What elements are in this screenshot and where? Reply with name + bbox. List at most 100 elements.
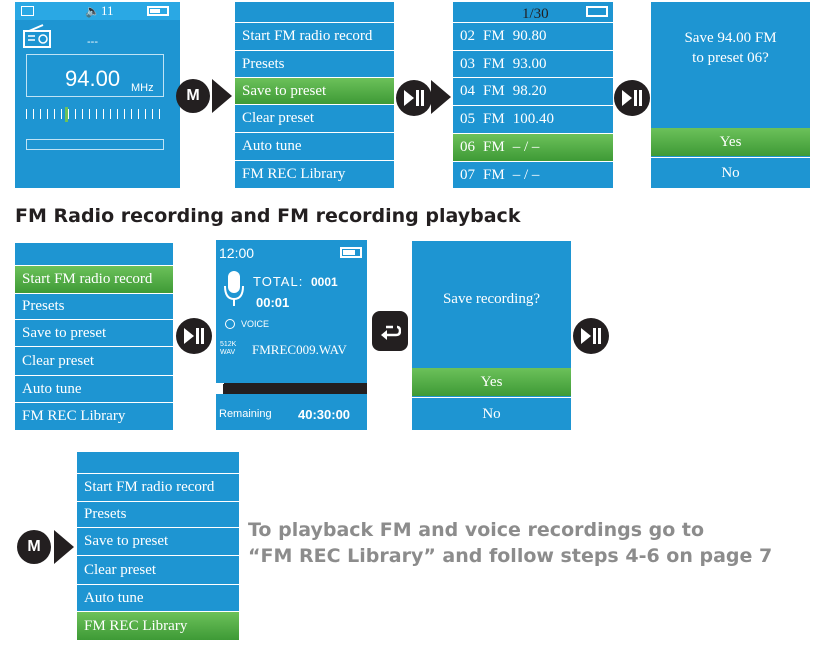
no-button[interactable]: No	[412, 397, 571, 430]
battery-icon	[147, 6, 169, 16]
play-pause-button[interactable]	[614, 80, 650, 116]
recording-filename: FMREC009.WAV	[252, 342, 347, 357]
frequency-unit: MHz	[131, 82, 154, 94]
menu-item-save-to-preset[interactable]: Save to preset	[235, 77, 394, 104]
preset-freq: 100.40	[512, 111, 554, 127]
dialog-line-1: Save 94.00 FM	[684, 30, 777, 46]
station-name: ---	[87, 36, 98, 48]
clock: 12:00	[219, 245, 255, 261]
play-pause-icon	[622, 90, 642, 106]
m-button[interactable]: M	[176, 79, 210, 113]
menu-item-presets[interactable]: Presets	[235, 50, 394, 77]
preset-num: 03	[460, 55, 475, 72]
menu-item-save-to-preset[interactable]: Save to preset	[15, 319, 173, 346]
arrow-right-icon	[431, 80, 451, 114]
no-button[interactable]: No	[651, 157, 810, 188]
battery-icon	[586, 6, 608, 17]
fm-menu-1: Start FM radio record Presets Save to pr…	[235, 2, 394, 188]
menu-item-auto-tune[interactable]: Auto tune	[77, 584, 239, 611]
play-pause-button[interactable]	[176, 318, 212, 354]
voice-label: VOICE	[241, 319, 270, 329]
preset-band: FM	[483, 111, 505, 127]
back-icon	[381, 325, 401, 340]
menu-item-clear-preset[interactable]: Clear preset	[77, 555, 239, 584]
preset-freq: 98.20	[512, 83, 547, 99]
yes-button[interactable]: Yes	[651, 128, 810, 156]
m-button[interactable]: M	[17, 530, 51, 564]
play-pause-icon	[404, 90, 424, 106]
play-pause-icon	[184, 328, 204, 344]
play-pause-icon	[581, 328, 601, 344]
dialog-question: Save recording?	[442, 291, 541, 307]
preset-num: 06	[460, 139, 475, 155]
preset-row[interactable]: 02 FM 90.80	[453, 22, 613, 50]
preset-band: FM	[483, 28, 505, 44]
menu-item-clear-preset[interactable]: Clear preset	[15, 346, 173, 375]
preset-freq: 93.00	[512, 55, 547, 72]
menu-item-auto-tune[interactable]: Auto tune	[15, 375, 173, 402]
play-pause-button[interactable]	[396, 80, 432, 116]
preset-freq: – / –	[512, 139, 540, 155]
preset-num: 07	[460, 166, 475, 183]
menu-item-save-to-preset[interactable]: Save to preset	[77, 527, 239, 555]
menu-item-fm-rec-library[interactable]: FM REC Library	[15, 402, 173, 430]
voice-icon	[225, 319, 235, 329]
menu-item-start-record[interactable]: Start FM radio record	[15, 265, 173, 293]
total-label: TOTAL:	[253, 274, 304, 289]
preset-row[interactable]: 03 FM 93.00	[453, 50, 613, 77]
preset-row[interactable]: 04 FM 98.20	[453, 77, 613, 105]
signal-bar	[26, 139, 164, 150]
fm-radio-screen: 🔈 11 --- 94.00 MHz	[15, 2, 180, 188]
yes-button[interactable]: Yes	[412, 368, 571, 396]
preset-num: 04	[460, 83, 475, 99]
size-label-2: WAV	[220, 349, 236, 356]
menu-item-presets[interactable]: Presets	[15, 293, 173, 319]
frequency-value: 94.00	[65, 66, 121, 91]
menu-item-fm-rec-library[interactable]: FM REC Library	[235, 160, 394, 188]
section-heading: FM Radio recording and FM recording play…	[15, 205, 521, 227]
speaker-icon: 🔈	[85, 4, 100, 18]
progress-fill	[216, 383, 224, 394]
volume-value: 11	[101, 3, 114, 18]
dialog-line-2: to preset 06?	[692, 50, 769, 66]
radio-icon	[23, 24, 51, 48]
size-label-1: 512K	[220, 341, 237, 348]
preset-freq: 90.80	[512, 28, 547, 44]
menu-item-fm-rec-library[interactable]: FM REC Library	[77, 611, 239, 640]
play-pause-button[interactable]	[573, 318, 609, 354]
preset-freq: – / –	[512, 166, 540, 183]
preset-band: FM	[483, 83, 505, 99]
total-value: 0001	[311, 275, 338, 289]
playback-note-line-2: “FM REC Library” and follow steps 4-6 on…	[248, 545, 773, 567]
menu-item-presets[interactable]: Presets	[77, 501, 239, 527]
preset-num: 02	[460, 28, 475, 44]
preset-band: FM	[483, 55, 505, 72]
status-bar	[15, 2, 180, 20]
menu-item-auto-tune[interactable]: Auto tune	[235, 132, 394, 160]
menu-item-start-record[interactable]: Start FM radio record	[77, 473, 239, 501]
menu-item-start-record[interactable]: Start FM radio record	[235, 22, 394, 50]
microphone-icon	[224, 271, 244, 306]
fm-menu-2: Start FM radio record Presets Save to pr…	[15, 243, 173, 430]
pause-icon	[223, 384, 232, 394]
save-preset-dialog: Save 94.00 FM to preset 06? Yes No	[651, 2, 810, 188]
battery-icon	[340, 247, 362, 258]
arrow-right-icon	[54, 530, 74, 564]
recording-screen: 12:00 TOTAL: 0001 00:01 VOICE 512K WAV F…	[216, 240, 367, 430]
preset-band: FM	[483, 139, 505, 155]
back-button[interactable]	[372, 311, 408, 351]
tuning-needle	[65, 107, 68, 122]
preset-row[interactable]: 06 FM – / –	[453, 133, 613, 161]
remaining-value: 40:30:00	[298, 407, 351, 422]
frequency-box	[26, 54, 164, 97]
playback-note-line-1: To playback FM and voice recordings go t…	[248, 519, 705, 541]
fm-menu-3: Start FM radio record Presets Save to pr…	[77, 452, 239, 640]
tuning-scale	[26, 109, 166, 119]
arrow-right-icon	[212, 79, 232, 113]
menu-item-clear-preset[interactable]: Clear preset	[235, 104, 394, 132]
remaining-label: Remaining	[219, 408, 272, 420]
sd-card-icon	[21, 6, 34, 16]
save-recording-dialog: Save recording? Yes No	[412, 241, 571, 430]
